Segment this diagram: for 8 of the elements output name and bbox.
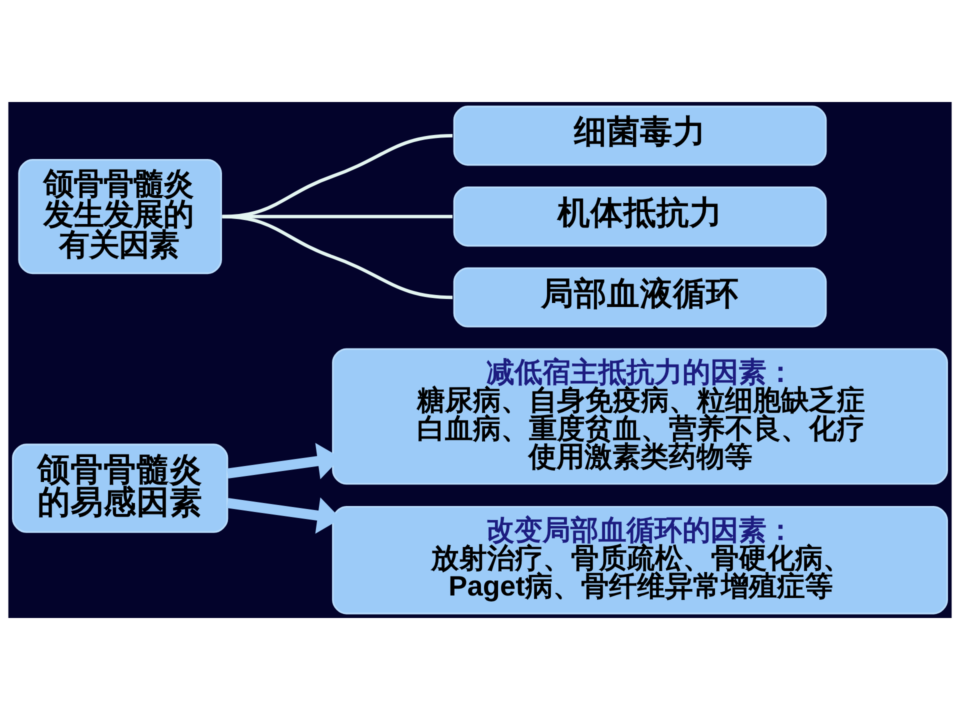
node-box: 颌骨骨髓炎的易感因素: [12, 444, 228, 533]
node-box: 改变局部血循环的因素： 放射治疗、骨质疏松、骨硬化病、Paget病、骨纤维异常增殖症等: [332, 506, 948, 614]
node-box: 机体抵抗力: [453, 186, 827, 247]
node-box: 细菌毒力: [453, 106, 827, 166]
connector: [222, 214, 453, 300]
node-box: 减低宿主抵抗力的因素： 糖尿病、自身免疫病、粒细胞缺乏症白血病、重度贫血、营养不良、化疗使用激素类药物等: [332, 348, 948, 485]
node-box: 颌骨骨髓炎发生发展的有关因素: [18, 158, 222, 274]
node-box: 局部血液循环: [453, 267, 827, 328]
